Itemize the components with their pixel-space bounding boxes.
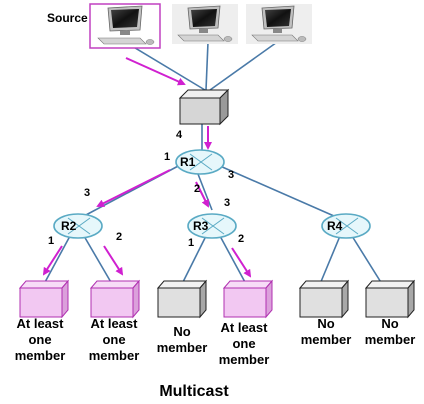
host-1-caption-line3: member — [15, 348, 66, 363]
link-pc3-switch — [209, 39, 281, 91]
host-4-member — [222, 279, 274, 319]
port-label-r3-left: 1 — [188, 237, 194, 249]
host-6-no-member — [364, 279, 416, 319]
host-5-caption-line2: member — [301, 332, 352, 347]
link-r4-host5 — [319, 235, 341, 285]
router-r1-label: R1 — [180, 155, 196, 169]
pc3-monitor-icon — [251, 5, 307, 42]
port-label-r1-r4: 3 — [228, 169, 234, 181]
host-5-no-member — [298, 279, 350, 319]
host-4-caption-line2: one — [232, 336, 255, 351]
host-5-caption-line1: No — [317, 316, 334, 331]
arrow-r2-host2 — [103, 245, 124, 276]
link-r3-host3 — [181, 235, 207, 285]
router-r3 — [187, 213, 237, 239]
host-1-caption-line1: At least — [17, 316, 65, 331]
link-pc2-switch — [205, 41, 209, 91]
router-r1-icon — [175, 149, 225, 175]
source-monitor-icon — [97, 5, 155, 45]
link-r2-host2 — [83, 235, 113, 285]
port-label-r1-r2: 1 — [164, 151, 170, 163]
port-label-r1-r3: 2 — [194, 183, 200, 195]
port-label-r3-right: 2 — [238, 233, 244, 245]
host-2-caption-line1: At least — [91, 316, 139, 331]
diagram-title: Multicast — [159, 383, 229, 400]
pc2-monitor-icon — [177, 5, 233, 42]
host-3-caption-line1: No — [173, 324, 190, 339]
router-r2 — [53, 213, 103, 239]
host-2-member — [89, 279, 141, 319]
link-r3-host4 — [219, 235, 247, 285]
source-label: Source — [47, 11, 88, 25]
router-r4-label: R4 — [327, 219, 343, 233]
router-r3-icon — [187, 213, 237, 239]
port-label-r3-upper: 3 — [224, 197, 230, 209]
host-3-caption-line2: member — [157, 340, 208, 355]
host-4-caption-line1: At least — [221, 320, 269, 335]
port-label-switch-r1: 4 — [176, 129, 183, 141]
arrow-r2-host1 — [42, 245, 63, 276]
port-label-r2-right: 2 — [116, 231, 122, 243]
pc3-computer — [246, 4, 312, 44]
host-2-caption-line3: member — [89, 348, 140, 363]
source-computer — [89, 3, 161, 49]
router-r2-label: R2 — [61, 219, 77, 233]
host-6-caption-line1: No — [381, 316, 398, 331]
port-label-r2-upper: 3 — [84, 187, 90, 199]
link-r2-host1 — [43, 235, 71, 285]
arrow-source-switch — [125, 57, 186, 86]
multicast-arrows — [42, 57, 252, 278]
link-r4-host6 — [351, 235, 383, 285]
host-1-caption-line2: one — [28, 332, 51, 347]
host-2-caption-line2: one — [102, 332, 125, 347]
host-3-no-member — [156, 279, 208, 319]
network-links — [43, 39, 383, 285]
arrow-r3-host4 — [231, 247, 252, 278]
router-r3-label: R3 — [193, 219, 209, 233]
router-r1 — [175, 149, 225, 175]
link-r1-r3 — [197, 173, 213, 211]
switch-box-icon — [178, 88, 230, 126]
link-r1-r4 — [219, 165, 335, 217]
router-r2-icon — [53, 213, 103, 239]
arrow-r1-r2 — [96, 169, 171, 207]
port-label-r2-left: 1 — [48, 235, 54, 247]
host-1-member — [18, 279, 70, 319]
arrow-r1-r3 — [195, 181, 209, 208]
pc2-computer — [172, 4, 238, 44]
router-r4-icon — [321, 213, 371, 239]
host-6-caption-line2: member — [365, 332, 416, 347]
router-r4 — [321, 213, 371, 239]
host-4-caption-line3: member — [219, 352, 270, 367]
